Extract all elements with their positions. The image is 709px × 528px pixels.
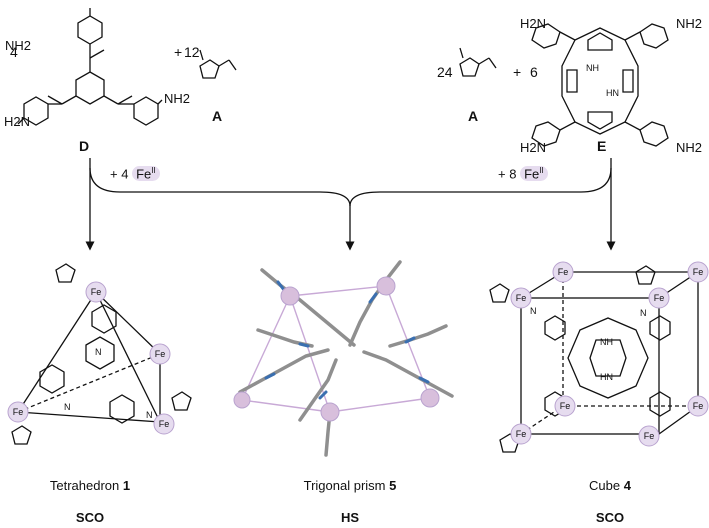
svg-text:Fe: Fe <box>516 293 527 303</box>
amine-label-e-top-right: NH2 <box>676 16 703 31</box>
nitrogen-bonds <box>264 280 430 400</box>
reagent-right-oxidation: II <box>539 166 544 175</box>
svg-text:N: N <box>95 347 102 357</box>
svg-text:N: N <box>64 402 71 412</box>
caption-trigonal-prism-name: Trigonal prism <box>303 478 386 493</box>
svg-text:N: N <box>146 410 153 420</box>
reagent-right-fe: FeII <box>520 166 548 182</box>
amine-label-e-top-left: H2N <box>520 16 547 31</box>
svg-text:Fe: Fe <box>558 267 569 277</box>
molecule-a-structure-right <box>459 47 497 77</box>
amine-label-e-bottom-right: NH2 <box>676 140 703 155</box>
caption-cube: Cube 4 <box>530 478 690 493</box>
iron-spheres <box>233 276 440 422</box>
reagent-left-oxidation: II <box>151 166 156 175</box>
amine-label-left: H2N <box>4 114 31 129</box>
svg-text:Fe: Fe <box>159 419 170 429</box>
plus-sign-left: + <box>174 44 183 60</box>
atom-labels: NH HN NH HN N N N N N <box>64 63 647 420</box>
caption-cube-name: Cube <box>589 478 621 493</box>
reagent-left-fe: FeII <box>132 166 160 182</box>
amine-label-e-bottom-left: H2N <box>520 140 547 155</box>
coefficient-a-left: 12 <box>184 44 200 60</box>
svg-text:Fe: Fe <box>644 431 655 441</box>
molecule-e-structure <box>531 23 669 147</box>
reagent-left: + 4 FeII <box>110 166 160 182</box>
reagent-left-prefix: + 4 <box>110 166 129 182</box>
svg-text:Fe: Fe <box>516 429 527 439</box>
molecule-d-structure <box>17 8 163 126</box>
svg-text:Fe: Fe <box>560 401 571 411</box>
caption-tetrahedron: Tetrahedron 1 <box>10 478 170 493</box>
amine-label-top: NH2 <box>5 38 32 53</box>
label-e: E <box>597 138 607 154</box>
svg-text:N: N <box>640 308 647 318</box>
caption-tetrahedron-name: Tetrahedron <box>49 478 120 493</box>
coefficient-e: 6 <box>530 64 538 80</box>
plus-sign-right: + <box>513 64 522 80</box>
label-d: D <box>79 138 90 154</box>
trigonal-prism-render <box>233 260 454 457</box>
fe-centers <box>7 261 709 447</box>
svg-text:HN: HN <box>600 372 613 382</box>
amine-label-right: NH2 <box>164 91 191 106</box>
svg-text:Fe: Fe <box>654 293 665 303</box>
caption-trigonal-prism: Trigonal prism 5 <box>270 478 430 493</box>
reagent-left-metal: Fe <box>136 166 152 182</box>
svg-text:Fe: Fe <box>693 267 704 277</box>
carbon-framework <box>238 260 454 457</box>
reagent-right: + 8 FeII <box>498 166 548 182</box>
svg-text:N: N <box>530 306 537 316</box>
caption-trigonal-prism-number: 5 <box>389 478 397 493</box>
reagent-right-metal: Fe <box>524 166 540 182</box>
svg-text:HN: HN <box>606 88 619 98</box>
svg-text:Fe: Fe <box>693 401 704 411</box>
molecule-a-structure-left <box>199 49 237 79</box>
svg-text:Fe: Fe <box>13 407 24 417</box>
coefficient-a-right: 24 <box>437 64 453 80</box>
caption-cube-number: 4 <box>623 478 631 493</box>
svg-text:Fe: Fe <box>155 349 166 359</box>
coefficient-d: 4 <box>10 44 18 60</box>
spin-state-tetrahedron: SCO <box>75 510 105 525</box>
label-a-right: A <box>468 108 479 124</box>
reaction-arrows <box>85 158 616 251</box>
reagent-right-prefix: + 8 <box>498 166 517 182</box>
svg-text:Fe: Fe <box>91 287 102 297</box>
spin-state-trigonal-prism: HS <box>340 510 360 525</box>
caption-tetrahedron-number: 1 <box>122 478 131 493</box>
fe-center-labels: Fe Fe Fe Fe Fe Fe Fe Fe Fe Fe Fe Fe <box>13 267 704 441</box>
svg-text:NH: NH <box>600 337 613 347</box>
tetrahedron-structure <box>11 263 192 445</box>
label-a-left: A <box>212 108 223 124</box>
svg-text:NH: NH <box>586 63 599 73</box>
prism-edges <box>241 285 431 413</box>
spin-state-cube: SCO <box>595 510 625 525</box>
